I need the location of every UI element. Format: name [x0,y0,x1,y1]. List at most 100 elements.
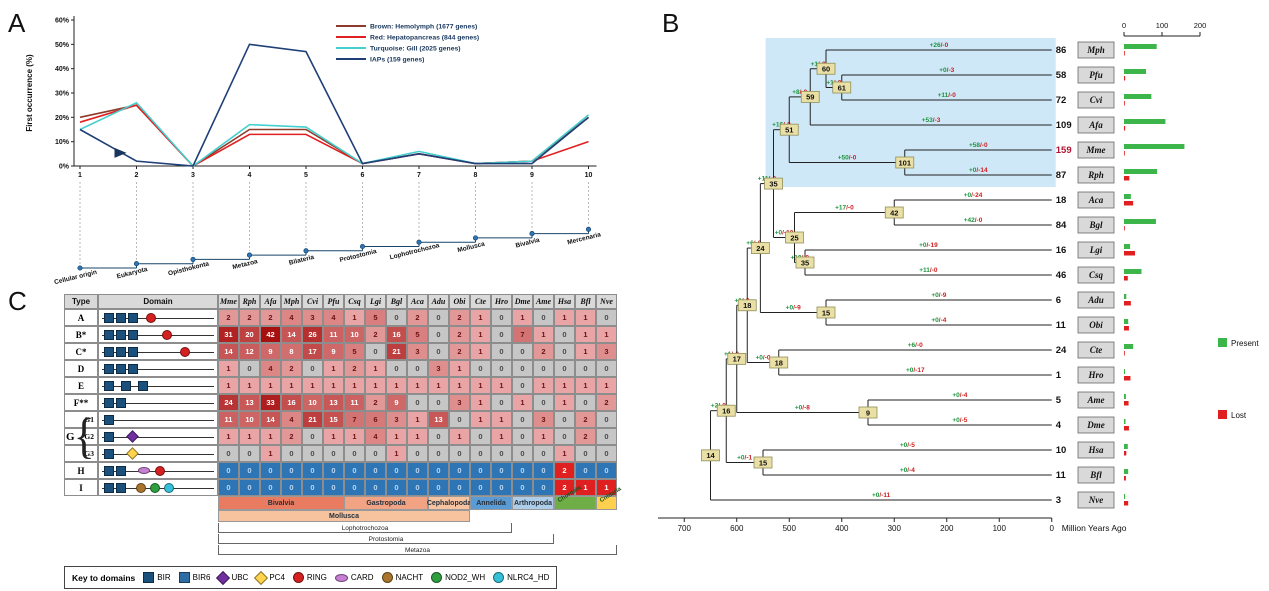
legend-label: Red: Hepatopancreas (844 genes) [370,35,479,42]
y-tick-label: 60% [55,18,70,25]
heatmap-cell: 2 [554,462,575,479]
x-tick-label: 5 [304,172,308,179]
y-tick-label: 20% [55,115,70,122]
heatmap-cell: 0 [386,462,407,479]
species-label-box [1077,166,1115,184]
header-species-Aca: Aca [407,294,428,309]
taxon-band-Annelida: Annelida [470,496,512,510]
header-species-Cvi: Cvi [302,294,323,309]
taxon-band-Bivalvia: Bivalvia [218,496,344,510]
key-item-CARD: CARD [334,573,374,582]
heatmap-cell: 2 [260,309,281,326]
key-item-UBC: UBC [216,570,248,585]
species-label: Ame [1087,395,1105,405]
heatmap-cell: 0 [365,479,386,496]
branch-gain-loss: +0/-11 [872,492,891,499]
heatmap-cell: 1 [533,377,554,394]
branch-gain-loss: +0/-8 [795,405,810,412]
heatmap-cell: 1 [554,394,575,411]
key-item-NACHT: NACHT [381,572,423,583]
branch-gain-loss: +0/-19 [919,242,938,249]
heatmap-cell: 0 [407,360,428,377]
heatmap-cell: 0 [449,479,470,496]
clade-node-dot [133,261,140,267]
lost-legend-swatch [1218,410,1227,419]
tip-gene-count: 109 [1056,120,1072,131]
clade-label: Metazoa [232,258,259,271]
ancestral-node-count: 18 [775,358,783,367]
bir-domain-icon [104,363,114,374]
species-label-box [1077,191,1115,209]
heatmap-cell: 0 [302,445,323,462]
time-axis-tick: 200 [940,524,954,533]
ancestral-node-count: 101 [898,158,911,167]
heatmap-cell: 1 [512,394,533,411]
x-tick-label: 8 [474,172,478,179]
heatmap-cell: 11 [344,394,365,411]
header-species-Hsa: Hsa [554,294,575,309]
species-label: Afa [1088,120,1103,130]
key-item-RING: RING [292,572,327,583]
heatmap-cell: 10 [239,411,260,428]
key-item-PC4: PC4 [254,570,285,585]
branch-gain-loss: +0/-5 [900,442,915,449]
heatmap-cell: 1 [344,428,365,445]
y-tick-label: 10% [55,139,70,146]
bir-domain-icon [128,346,138,357]
ancestral-node-count: 60 [822,65,830,74]
ring-domain-icon [180,346,190,357]
heatmap-cell: 0 [302,479,323,496]
bir-domain-icon [121,380,131,391]
heatmap-cell: 1 [281,377,302,394]
branch-gain-loss: +17/-0 [835,205,854,212]
tip-gene-count: 72 [1056,95,1067,106]
heatmap-cell: 0 [365,445,386,462]
bir-domain-icon [138,380,148,391]
ubc-domain-icon [126,430,139,443]
header-species-Csq: Csq [344,294,365,309]
ancestral-node-count: 14 [706,451,715,460]
heatmap-cell: 0 [407,445,428,462]
branch-gain-loss: +0/-24 [964,192,983,199]
heatmap-cell: 0 [533,309,554,326]
heatmap-cell: 3 [533,411,554,428]
heatmap-cell: 0 [386,360,407,377]
present-bar [1124,394,1126,399]
heatmap-cell: 0 [575,360,596,377]
header-species-Pfu: Pfu [323,294,344,309]
species-label-box [1077,66,1115,84]
heatmap-cell: 3 [302,309,323,326]
species-label-box [1077,441,1115,459]
species-label: Adu [1087,295,1104,305]
ancestral-node-box [779,123,799,136]
heatmap-cell: 0 [512,377,533,394]
card-domain-icon [334,573,348,582]
heatmap-cell: 0 [302,428,323,445]
branch-gain-loss: +6/-0 [908,342,923,349]
heatmap-cell: 0 [428,309,449,326]
ancestral-node-box [895,156,915,169]
heatmap-cell: 4 [260,360,281,377]
species-label-box [1077,491,1115,509]
ancestral-node-count: 24 [756,244,765,253]
species-label: Dme [1086,420,1105,430]
header-species-Mme: Mme [218,294,239,309]
row-type-label: H [64,462,98,479]
heatmap-cell: 0 [365,343,386,360]
heatmap-cell: 0 [491,479,512,496]
series-line-2 [79,101,590,168]
species-label: Csq [1089,270,1104,280]
ancestral-node-count: 16 [722,406,730,415]
branch-gain-loss: +26/-0 [930,42,949,49]
ring-domain-icon [146,312,156,323]
heatmap-cell: 1 [365,360,386,377]
present-bar [1124,194,1131,199]
tip-gene-count: 58 [1056,70,1067,81]
clade-node-dot [303,248,309,254]
ancestral-node-box [764,177,783,190]
key-item-label: BIR [157,573,171,582]
key-item-label: CARD [350,573,374,582]
ancestral-node-box [832,81,852,94]
heatmap-cell: 24 [218,394,239,411]
